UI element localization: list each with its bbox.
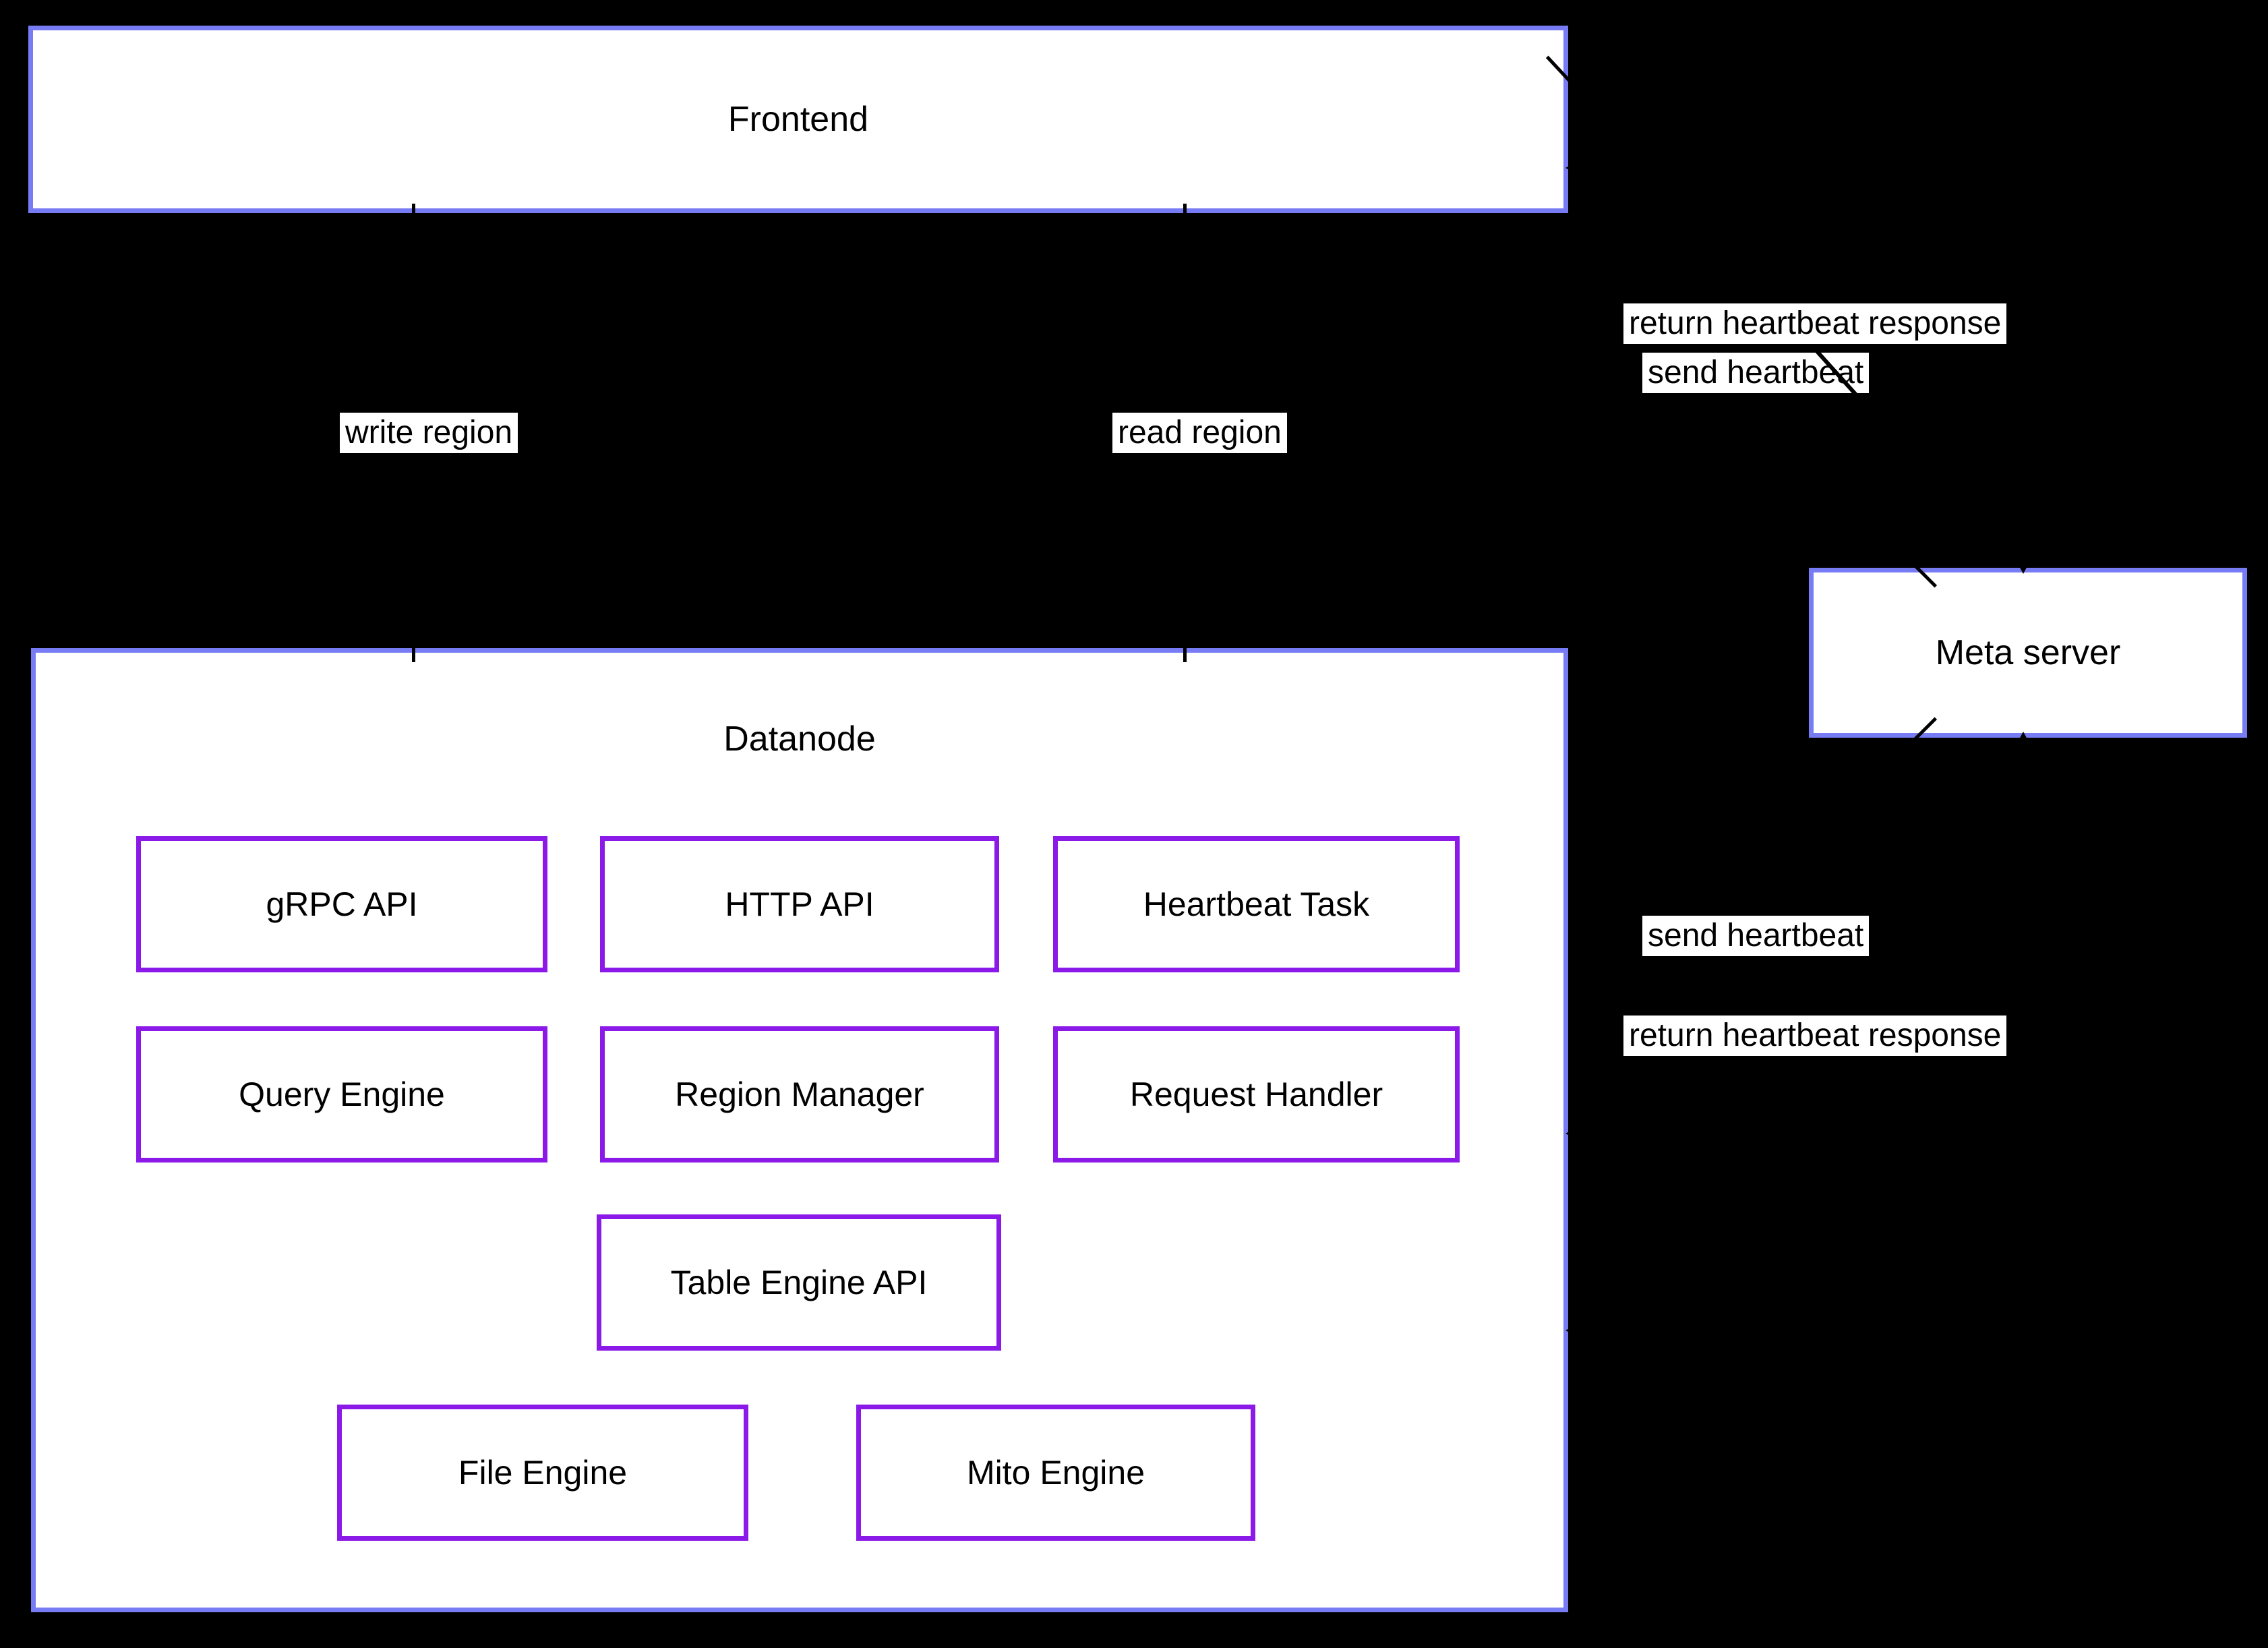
edge-label-datanode-return-heartbeat: return heartbeat response	[1623, 1016, 2007, 1056]
edge-label-write-region: write region	[340, 413, 518, 453]
cluster-datanode-title: Datanode	[723, 719, 876, 759]
node-mito-engine-label: Mito Engine	[966, 1454, 1145, 1492]
cluster-frontend: Frontend	[28, 26, 1568, 213]
node-grpc-api: gRPC API	[136, 836, 547, 972]
edge-datanode-send-heartbeat-stub-icon	[1565, 1320, 1584, 1341]
node-request-handler: Request Handler	[1053, 1026, 1460, 1163]
cluster-meta-server-title: Meta server	[1935, 633, 2121, 672]
node-http-api: HTTP API	[600, 836, 999, 972]
node-file-engine: File Engine	[337, 1405, 748, 1541]
arrowhead-send-into-meta-bottom-icon	[2013, 732, 2033, 751]
edge-label-read-region: read region	[1112, 413, 1287, 453]
node-request-handler-label: Request Handler	[1129, 1076, 1383, 1113]
edge-label-datanode-send-heartbeat: send heartbeat	[1642, 916, 1870, 956]
cluster-frontend-title: Frontend	[727, 100, 869, 139]
node-query-engine-label: Query Engine	[239, 1076, 445, 1113]
node-region-manager-label: Region Manager	[675, 1076, 924, 1113]
node-file-engine-label: File Engine	[458, 1454, 628, 1492]
node-region-manager: Region Manager	[600, 1026, 999, 1163]
node-http-api-label: HTTP API	[725, 885, 874, 923]
arrowhead-send-into-meta-top-icon	[2013, 555, 2033, 574]
node-heartbeat-task: Heartbeat Task	[1053, 836, 1460, 972]
node-query-engine: Query Engine	[136, 1026, 547, 1163]
node-heartbeat-task-label: Heartbeat Task	[1143, 885, 1370, 923]
arrowhead-return-to-frontend-icon	[1565, 158, 1584, 178]
node-mito-engine: Mito Engine	[856, 1405, 1255, 1541]
node-table-engine-api: Table Engine API	[597, 1214, 1001, 1351]
node-table-engine-api-label: Table Engine API	[670, 1264, 928, 1301]
arrowhead-return-to-datanode-icon	[1565, 1123, 1584, 1144]
edge-label-frontend-return-heartbeat: return heartbeat response	[1623, 303, 2007, 344]
cluster-meta-server: Meta server	[1809, 568, 2247, 738]
node-grpc-api-label: gRPC API	[266, 885, 418, 923]
